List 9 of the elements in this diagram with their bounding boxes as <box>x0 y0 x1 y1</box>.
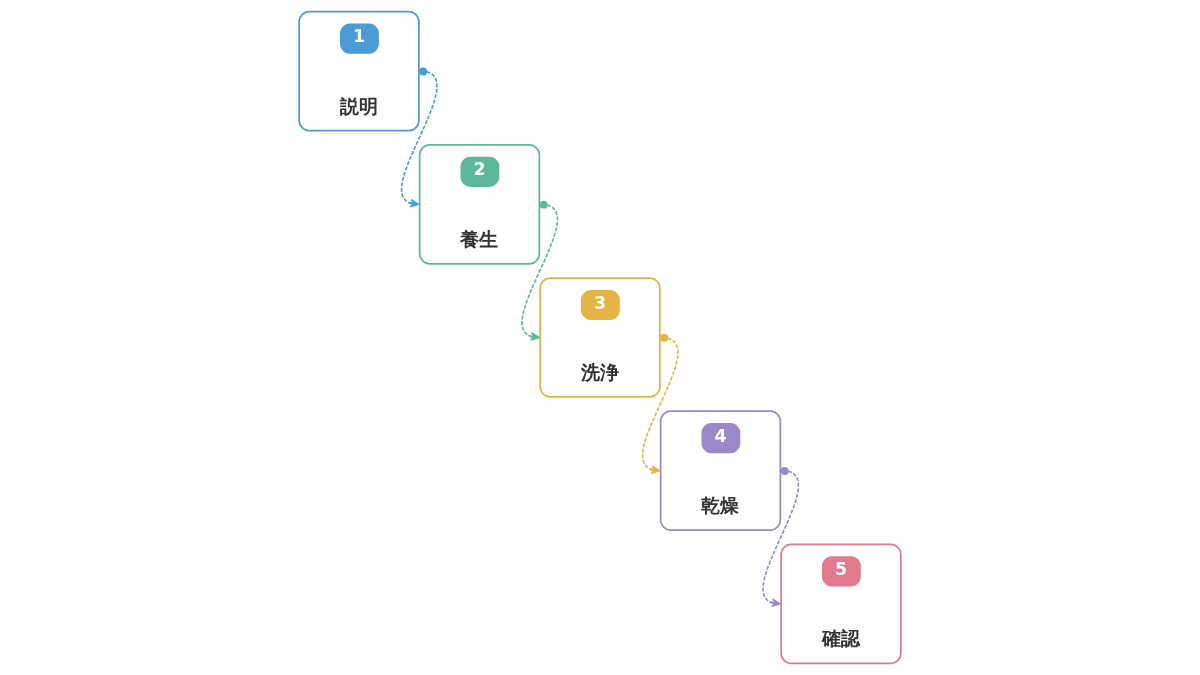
node-box: 2 養生 <box>418 144 541 265</box>
arrow <box>400 67 438 208</box>
arrow <box>762 467 800 608</box>
arrow <box>641 333 679 474</box>
node-box: 3 洗浄 <box>539 277 661 398</box>
node-box: 1 説明 <box>298 10 420 132</box>
node-box: 5 確認 <box>780 543 902 665</box>
node-box: 4 乾燥 <box>659 410 782 531</box>
arrow <box>521 200 559 341</box>
